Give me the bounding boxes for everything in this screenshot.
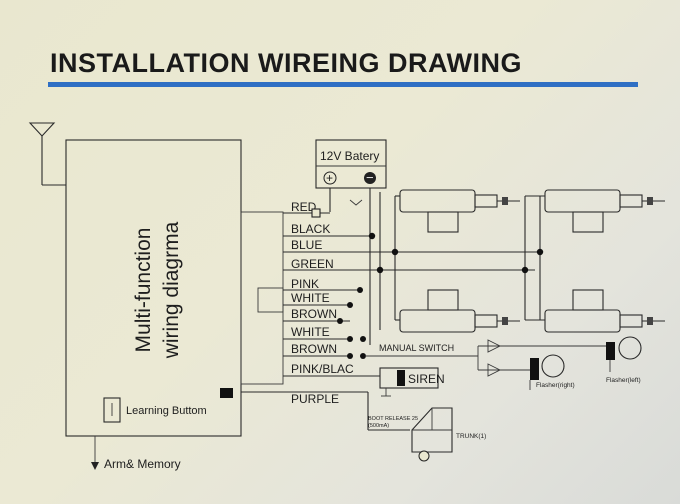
wire-label-pink-black: PINK/BLAC	[291, 362, 354, 376]
wire-label-pink: PINK	[291, 277, 319, 291]
boot-release-label-1: BOOT RELEASE 25	[368, 416, 418, 422]
wire-label-green: GREEN	[291, 257, 334, 271]
wire-label-red: RED	[291, 200, 317, 214]
diagram-title: INSTALLATION WIREING DRAWING	[50, 48, 522, 78]
connector-notch	[257, 287, 284, 313]
relay-diodes	[365, 339, 610, 377]
wire-label-brown-2: BROWN	[291, 342, 337, 356]
actuator-icon-top-left	[399, 189, 520, 233]
siren-box	[379, 367, 439, 389]
actuator-icon-bottom-left	[399, 289, 520, 333]
battery-label: 12V Batery	[320, 149, 379, 163]
battery-minus-terminal	[364, 172, 376, 184]
manual-switch-label: MANUAL SWITCH	[379, 343, 454, 353]
purple-wire-connector	[220, 388, 233, 398]
battery-plus-terminal	[323, 171, 337, 185]
boot-release-label-2: (500mA)	[368, 423, 389, 429]
flasher-right-label: Flasher(right)	[536, 382, 575, 389]
module-label-line2: wiring diagrma	[160, 221, 183, 359]
connector-block	[240, 211, 284, 385]
car-trunk-icon	[411, 407, 453, 462]
battery-plus-sign: +	[326, 171, 333, 185]
flasher-bulb-icon-right	[529, 354, 565, 390]
battery-minus-sign: −	[366, 170, 374, 185]
learning-button-icon	[103, 397, 121, 423]
arm-memory-icon	[91, 462, 99, 470]
arm-memory-label: Arm& Memory	[104, 457, 181, 471]
flasher-bulb-icon-left	[606, 336, 642, 372]
antenna-icon	[28, 122, 66, 186]
wire-label-brown-1: BROWN	[291, 307, 337, 321]
wire-label-black: BLACK	[291, 222, 330, 236]
wire-label-white-1: WHITE	[291, 291, 330, 305]
wire-label-blue: BLUE	[291, 238, 322, 252]
battery-box	[315, 139, 387, 189]
wire-label-purple: PURPLE	[291, 392, 339, 406]
learning-button-label: Learning Buttom	[126, 405, 207, 417]
wire-label-white-2: WHITE	[291, 325, 330, 339]
siren-label: SIREN	[408, 372, 445, 386]
flasher-left-label: Flasher(left)	[606, 377, 641, 384]
trunk-label: TRUNK(1)	[456, 433, 486, 440]
actuator-icon-top-right	[544, 189, 665, 233]
title-underline	[48, 82, 638, 87]
actuator-icon-bottom-right	[544, 289, 665, 333]
module-label-line1: Multi-function	[132, 228, 155, 353]
